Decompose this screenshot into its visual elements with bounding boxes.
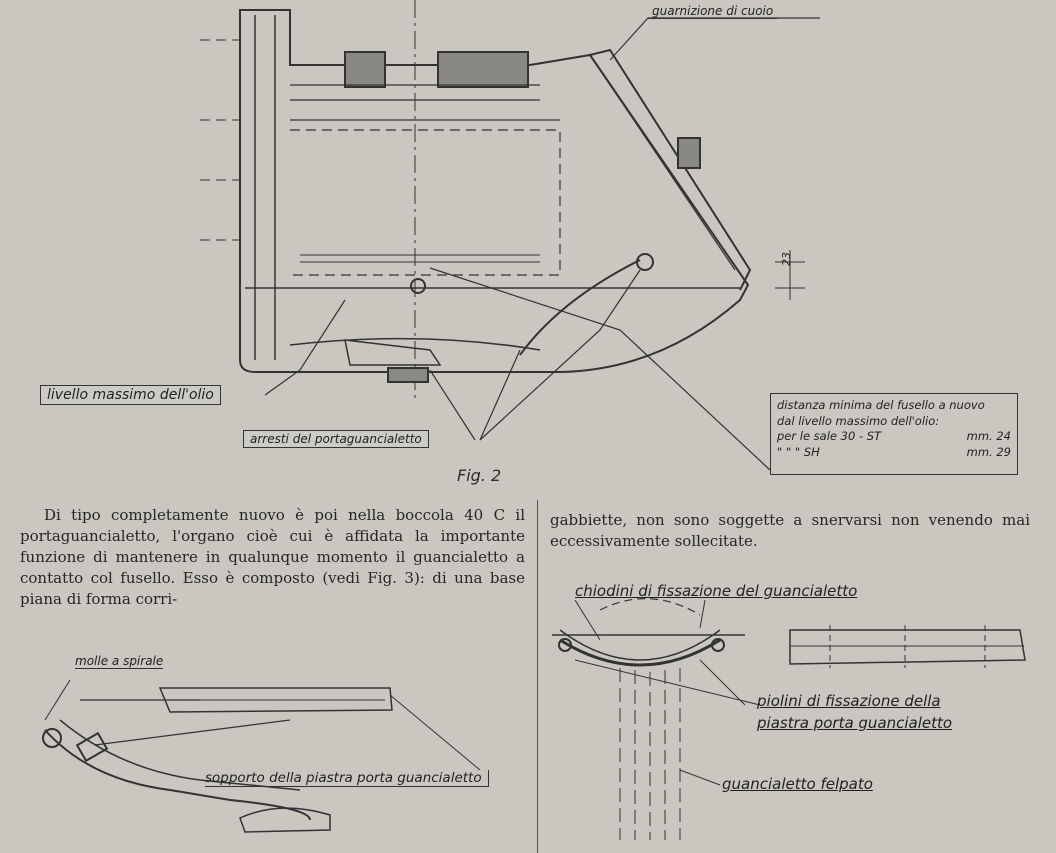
column-divider <box>537 500 538 853</box>
note-row-2-left: " " " SH <box>777 444 820 459</box>
note-row-1: per le sale 30 - ST mm. 24 <box>777 429 1011 445</box>
plate-support-label: sopporto della piastra porta guancialett… <box>205 770 489 787</box>
note-row-1-right: mm. 24 <box>966 429 1011 443</box>
plate-fixing-pins-label-2: piastra porta guancialetto <box>757 714 953 732</box>
felt-pad-label: guancialetto felpato <box>722 775 873 793</box>
note-line-2: dal livello massimo dell'olio: <box>777 413 940 428</box>
note-line-1: distanza minima del fusello a nuovo <box>777 398 985 412</box>
spiral-springs-label: molle a spirale <box>75 654 164 669</box>
min-distance-note-box: distanza minima del fusello a nuovo dal … <box>770 393 1018 475</box>
max-oil-level-label: livello massimo dell'olio <box>40 385 221 405</box>
left-paragraph: Di tipo completamente nuovo è poi nella … <box>20 506 525 608</box>
pad-fixing-rivets-label: chiodini di fissazione del guancialetto <box>575 582 858 600</box>
pad-plate-top-view <box>789 625 1026 668</box>
axle-box-section <box>200 0 805 400</box>
note-row-2: " " " SH mm. 29 <box>777 445 1011 461</box>
pad-cross-section <box>552 598 761 840</box>
leader-lines-fig2 <box>264 17 820 471</box>
left-column-text: Di tipo completamente nuovo è poi nella … <box>20 505 525 610</box>
pad-holder-stops-label: arresti del portaguancialetto <box>243 430 429 448</box>
right-column-text: gabbiette, non sono soggette a snervarsi… <box>550 510 1030 552</box>
dimension-23: 23 <box>780 252 793 266</box>
note-row-2-right: mm. 29 <box>966 444 1011 459</box>
leather-gasket-label: guarnizione di cuoio <box>648 4 778 19</box>
note-row-1-left: per le sale 30 - ST <box>777 429 882 443</box>
figure-caption: Fig. 2 <box>457 466 502 485</box>
plate-fixing-pins-label-1: piolini di fissazione della <box>757 692 941 710</box>
right-paragraph: gabbiette, non sono soggette a snervarsi… <box>550 511 1030 550</box>
pad-holder-side-view <box>42 679 481 833</box>
